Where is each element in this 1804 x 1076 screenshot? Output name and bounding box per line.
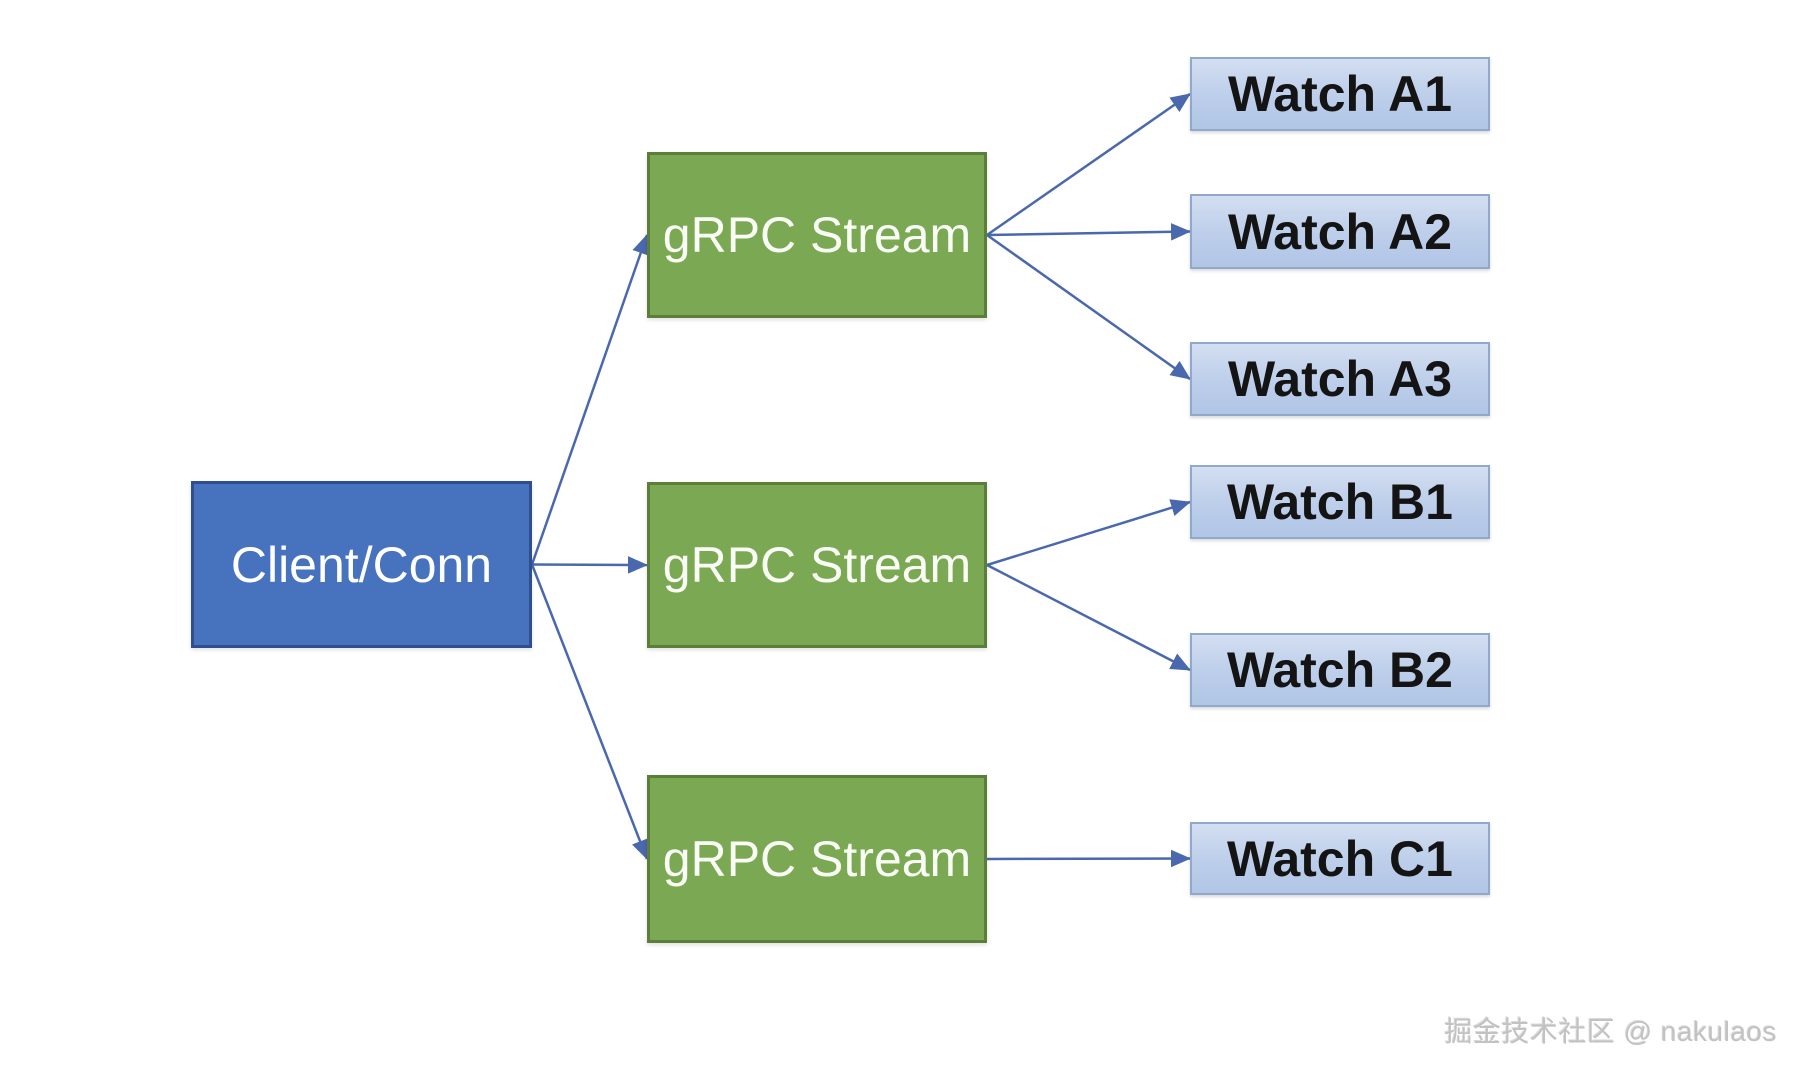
edge-arrow-stream1-watchA1 [986, 92, 1191, 237]
edge-arrow-stream2-watchB2 [986, 563, 1191, 672]
edge-arrow-client-stream2 [531, 556, 648, 574]
watch-a3-node: Watch A3 [1190, 342, 1490, 416]
edge-arrow-client-stream3 [530, 564, 649, 860]
grpc-stream-node-1: gRPC Stream [647, 152, 987, 318]
client-conn-node: Client/Conn [191, 481, 532, 648]
edge-arrow-stream2-watchB1 [986, 499, 1191, 567]
watch-b1-node: Watch B1 [1190, 465, 1490, 539]
edge-arrow-stream1-watchA3 [986, 233, 1191, 381]
watch-b2-node: Watch B2 [1190, 633, 1490, 707]
edge-arrow-client-stream1 [530, 234, 650, 565]
watch-a1-node: Watch A1 [1190, 57, 1490, 131]
grpc-stream-node-3: gRPC Stream [647, 775, 987, 943]
grpc-stream-node-2: gRPC Stream [647, 482, 987, 648]
watch-c1-node: Watch C1 [1190, 822, 1490, 895]
edge-arrow-stream3-watchC1 [986, 849, 1191, 868]
watch-a2-node: Watch A2 [1190, 194, 1490, 269]
watermark: 掘金技术社区 @ nakulaos [1444, 1016, 1777, 1047]
edge-arrow-stream1-watchA2 [986, 223, 1191, 241]
